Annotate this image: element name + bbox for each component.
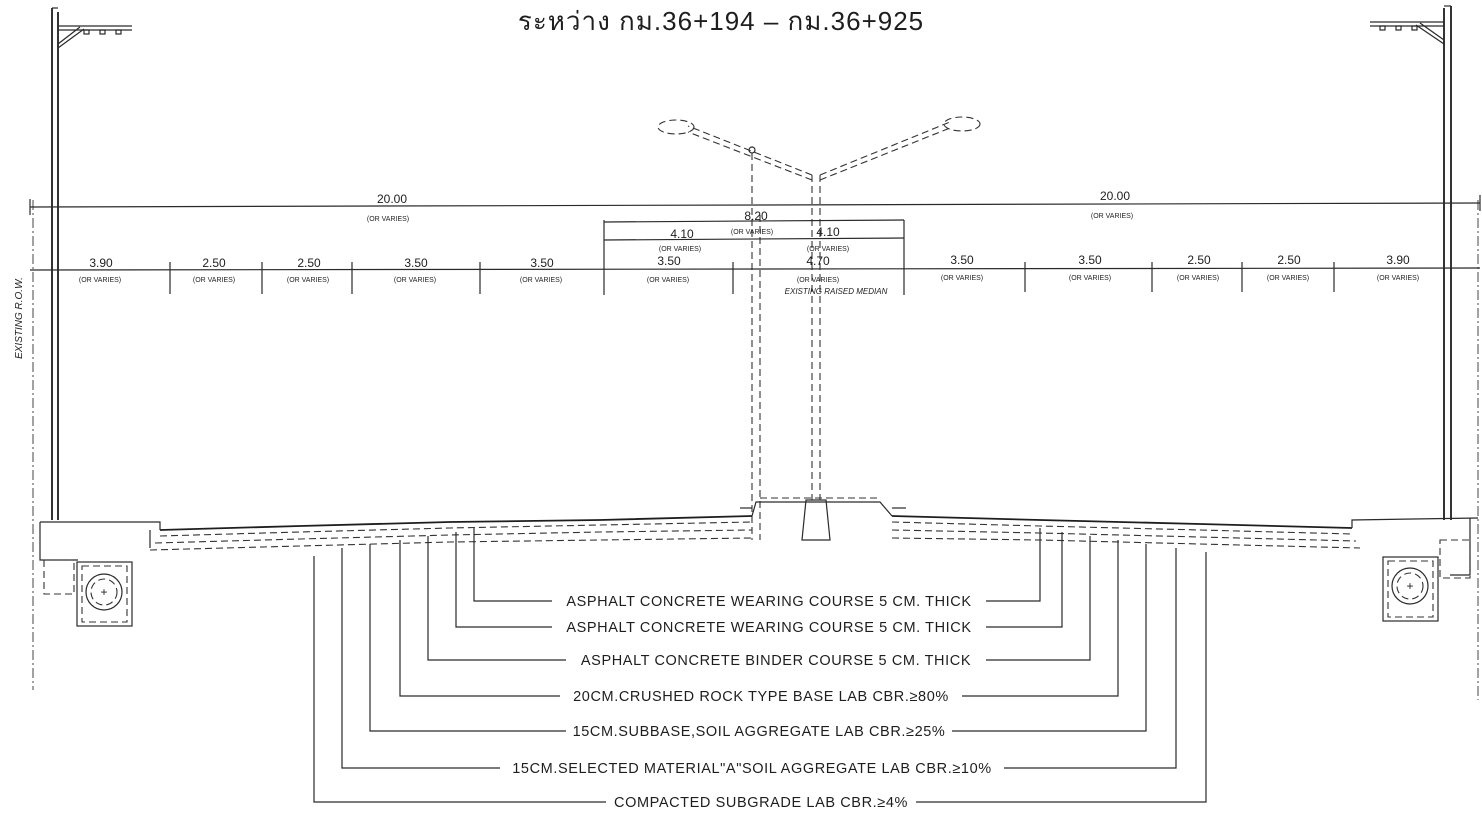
layer-label: 15CM.SELECTED MATERIAL"A"SOIL AGGREGATE … <box>512 761 991 777</box>
median-half-dimensions: 4.10 (OR VARIES) 4.10 (OR VARIES) <box>603 219 905 295</box>
varies-note: (OR VARIES) <box>193 277 235 284</box>
varies-note: (OR VARIES) <box>79 277 121 284</box>
lane-dim: 3.90 <box>89 256 113 270</box>
top-dimension-row: 20.00 (OR VARIES) 20.00 (OR VARIES) 8.20… <box>29 189 1481 236</box>
layer-label: 20CM.CRUSHED ROCK TYPE BASE LAB CBR.≥80% <box>573 689 949 705</box>
pavement-section <box>39 497 1479 576</box>
varies-note: (OR VARIES) <box>367 216 409 223</box>
layer-label: 15CM.SUBBASE,SOIL AGGREGATE LAB CBR.≥25% <box>573 724 946 740</box>
varies-note: (OR VARIES) <box>1069 275 1111 282</box>
layer-label: ASPHALT CONCRETE WEARING COURSE 5 CM. TH… <box>566 594 971 610</box>
layer-label: COMPACTED SUBGRADE LAB CBR.≥4% <box>614 795 908 811</box>
varies-note: (OR VARIES) <box>394 277 436 284</box>
layer-labels: ASPHALT CONCRETE WEARING COURSE 5 CM. TH… <box>512 594 991 811</box>
dim-row-left: 20.00 <box>377 192 407 206</box>
lane-dim: 3.50 <box>1078 253 1102 267</box>
lane-dim: 2.50 <box>1187 253 1211 267</box>
layer-leader-lines <box>313 528 1207 803</box>
drain-pipe-left: + <box>43 559 133 627</box>
median-light-pole <box>657 116 981 541</box>
varies-note: (OR VARIES) <box>1377 275 1419 282</box>
varies-note: (OR VARIES) <box>1267 275 1309 282</box>
lane-dim: 3.50 <box>657 254 681 268</box>
lane-dim: 2.50 <box>297 256 321 270</box>
varies-note: (OR VARIES) <box>807 246 849 253</box>
svg-text:+: + <box>100 585 107 599</box>
varies-note: (OR VARIES) <box>647 277 689 284</box>
svg-text:+: + <box>1406 579 1413 593</box>
layer-label: ASPHALT CONCRETE BINDER COURSE 5 CM. THI… <box>581 653 971 669</box>
row-label: EXISTING R.O.W. <box>14 277 25 359</box>
street-light-right <box>1370 5 1452 520</box>
median-label: EXISTING RAISED MEDIAN <box>785 287 888 296</box>
dim-median: 8.20 <box>744 209 768 223</box>
drain-pipe-right: + <box>1382 539 1471 622</box>
lane-dim: 3.50 <box>530 256 554 270</box>
lane-dimension-row: 3.90 (OR VARIES) 2.50 (OR VARIES) 2.50 (… <box>29 253 1481 296</box>
layer-label: ASPHALT CONCRETE WEARING COURSE 5 CM. TH… <box>566 620 971 636</box>
varies-note: (OR VARIES) <box>520 277 562 284</box>
lane-dim: 4.70 <box>806 254 830 268</box>
varies-note: (OR VARIES) <box>1177 275 1219 282</box>
varies-note: (OR VARIES) <box>731 229 773 236</box>
section-title: ระหว่าง กม.36+194 – กม.36+925 <box>518 6 924 36</box>
dim-median-right: 4.10 <box>816 225 840 239</box>
varies-note: (OR VARIES) <box>287 277 329 284</box>
lane-dim: 3.90 <box>1386 253 1410 267</box>
varies-note: (OR VARIES) <box>797 277 839 284</box>
lane-dim: 3.50 <box>950 253 974 267</box>
dim-row-right: 20.00 <box>1100 189 1130 203</box>
lane-dim: 3.50 <box>404 256 428 270</box>
varies-note: (OR VARIES) <box>941 275 983 282</box>
varies-note: (OR VARIES) <box>1091 213 1133 220</box>
lane-dim: 2.50 <box>202 256 226 270</box>
varies-note: (OR VARIES) <box>659 246 701 253</box>
dim-median-left: 4.10 <box>670 227 694 241</box>
street-light-left <box>51 7 132 520</box>
lane-dim: 2.50 <box>1277 253 1301 267</box>
